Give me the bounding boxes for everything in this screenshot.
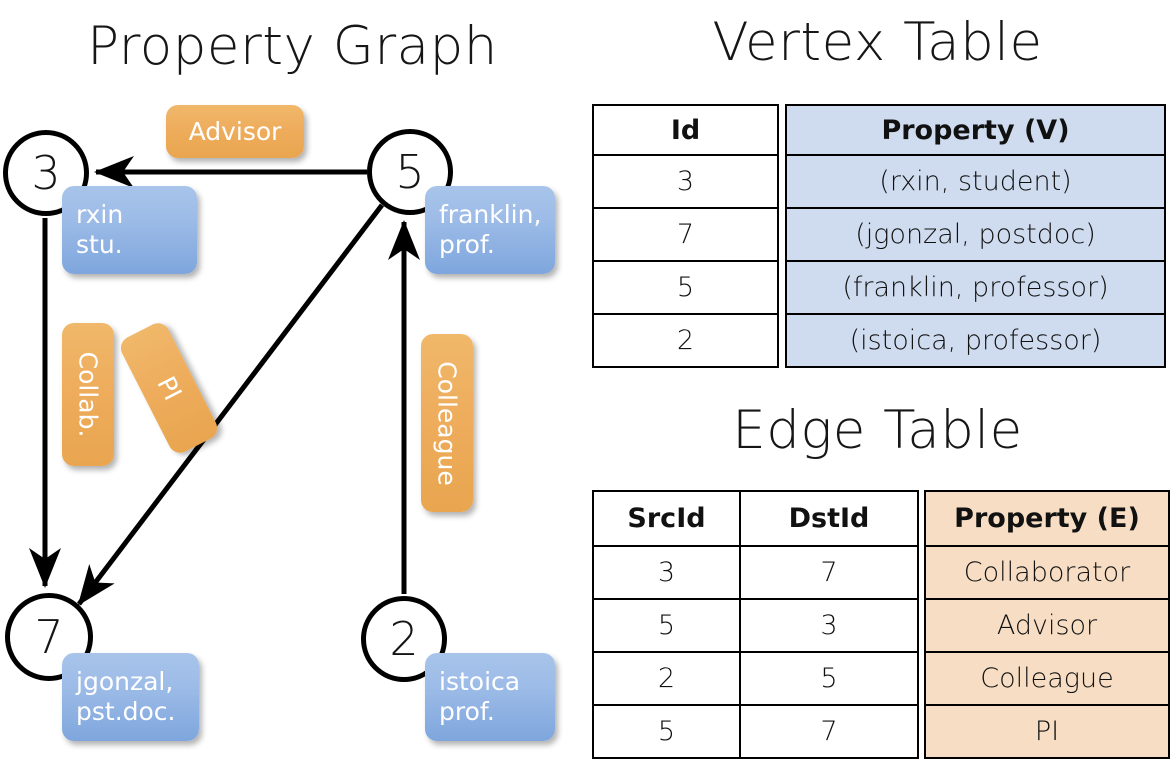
- vertex-property-box-7: jgonzal, pst.doc.: [62, 653, 199, 741]
- edge-arrow-5-to-7: [77, 203, 384, 606]
- vertex-property-line-1: jgonzal,: [76, 666, 174, 696]
- edge-table-cell-srcid: 3: [592, 545, 741, 600]
- edge-table-cell-property: Colleague: [924, 651, 1170, 706]
- edge-table-cell-property: PI: [924, 704, 1170, 759]
- edge-table-column-dstid: DstId 7 3 5 7: [739, 490, 919, 759]
- vertex-property-line-2: prof.: [439, 697, 495, 726]
- edge-table-column-property: Property (E) Collaborator Advisor Collea…: [924, 490, 1170, 759]
- vertex-property-box-5: franklin, prof.: [425, 186, 555, 274]
- graph-node-5[interactable]: 5: [367, 129, 453, 215]
- edge-table-cell-dstid: 3: [739, 598, 919, 653]
- vertex-table-column-id: Id 3 7 5 2: [592, 104, 779, 368]
- page-title-property-graph: Property Graph: [87, 16, 498, 77]
- graph-edge-arrows: [29, 156, 420, 606]
- edge-property-box-colleague: Colleague: [421, 334, 473, 512]
- edge-table-header-property: Property (E): [924, 490, 1170, 547]
- graph-node-2[interactable]: 2: [361, 596, 447, 682]
- edge-table-cell-property: Advisor: [924, 598, 1170, 653]
- vertex-table: Id 3 7 5 2 Property (V) (rxin, student) …: [592, 104, 1166, 372]
- vertex-property-line-2: stu.: [76, 230, 123, 259]
- edge-table: SrcId 3 5 2 5 DstId 7 3 5 7 Property (E)…: [592, 490, 1170, 765]
- edge-property-box-collab: Collab.: [62, 323, 114, 466]
- vertex-table-cell-id: 5: [592, 260, 779, 315]
- edge-table-cell-dstid: 7: [739, 545, 919, 600]
- edge-property-label: PI: [150, 371, 188, 405]
- vertex-table-cell-id: 7: [592, 207, 779, 262]
- property-graph-diagram: 3 5 7 2 rxin stu. franklin, prof. jgonza…: [0, 0, 585, 760]
- page-title-edge-table: Edge Table: [732, 400, 1023, 461]
- vertex-table-column-property: Property (V) (rxin, student) (jgonzal, p…: [785, 104, 1166, 368]
- edge-table-cell-srcid: 5: [592, 704, 741, 759]
- vertex-table-cell-id: 3: [592, 154, 779, 209]
- edge-property-box-advisor: Advisor: [166, 105, 304, 158]
- edge-table-column-srcid: SrcId 3 5 2 5: [592, 490, 741, 759]
- edge-property-label: Collab.: [73, 351, 103, 438]
- vertex-table-header-property: Property (V): [785, 104, 1166, 156]
- edge-property-label: Colleague: [432, 360, 462, 486]
- edge-table-cell-srcid: 5: [592, 598, 741, 653]
- vertex-table-cell-property: (istoica, professor): [785, 313, 1166, 368]
- edge-table-cell-dstid: 5: [739, 651, 919, 706]
- vertex-property-box-2: istoica prof.: [425, 653, 555, 741]
- edge-table-cell-srcid: 2: [592, 651, 741, 706]
- edge-table-header-dstid: DstId: [739, 490, 919, 547]
- edge-table-header-srcid: SrcId: [592, 490, 741, 547]
- vertex-property-box-3: rxin stu.: [62, 186, 197, 274]
- edge-table-cell-dstid: 7: [739, 704, 919, 759]
- edge-table-cell-property: Collaborator: [924, 545, 1170, 600]
- vertex-table-cell-id: 2: [592, 313, 779, 368]
- vertex-property-line-2: prof.: [439, 230, 495, 259]
- vertex-property-line-1: rxin: [76, 199, 124, 229]
- vertex-table-cell-property: (franklin, professor): [785, 260, 1166, 315]
- vertex-table-cell-property: (rxin, student): [785, 154, 1166, 209]
- vertex-table-header-id: Id: [592, 104, 779, 156]
- vertex-property-line-1: istoica: [439, 666, 521, 696]
- vertex-property-line-1: franklin,: [439, 199, 542, 229]
- vertex-table-cell-property: (jgonzal, postdoc): [785, 207, 1166, 262]
- edge-property-label: Advisor: [188, 117, 282, 146]
- page-title-vertex-table: Vertex Table: [712, 12, 1043, 73]
- vertex-property-line-2: pst.doc.: [76, 697, 176, 726]
